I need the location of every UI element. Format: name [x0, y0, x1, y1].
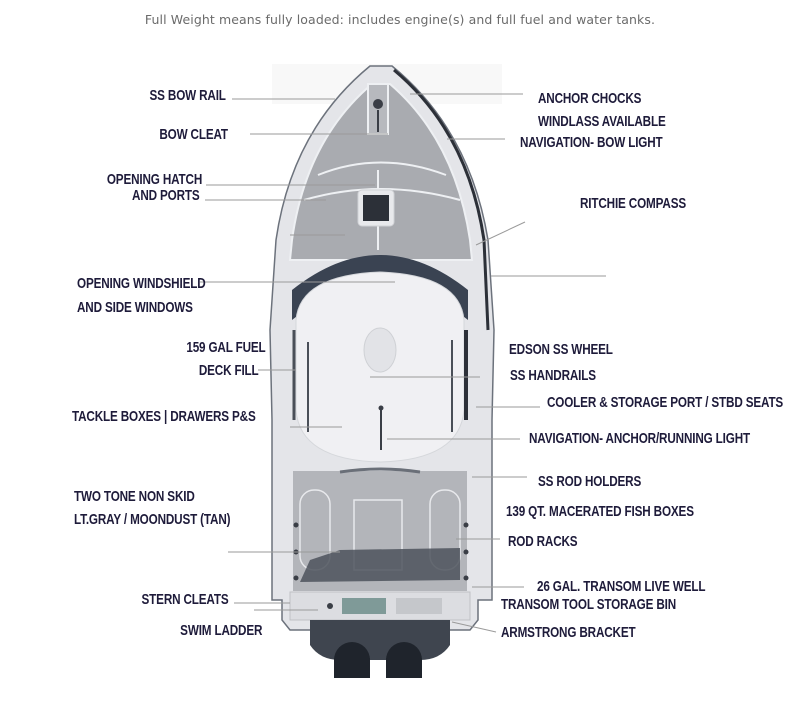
- label-side-windows: AND SIDE WINDOWS: [77, 299, 193, 316]
- label-and-ports: AND PORTS: [132, 187, 200, 204]
- label-tool-storage: TRANSOM TOOL STORAGE BIN: [501, 596, 677, 613]
- label-windlass: WINDLASS AVAILABLE: [538, 113, 666, 130]
- label-opening-windshield: OPENING WINDSHIELD: [77, 275, 206, 292]
- label-deck-fill: DECK FILL: [199, 362, 259, 379]
- forward-deck-nonskid: [288, 83, 474, 261]
- label-anchor-light: NAVIGATION- ANCHOR/RUNNING LIGHT: [529, 430, 750, 447]
- label-two-tone-non-skid: TWO TONE NON SKID: [74, 488, 195, 505]
- label-anchor-chocks: ANCHOR CHOCKS: [538, 90, 642, 107]
- label-fish-boxes: 139 QT. MACERATED FISH BOXES: [506, 503, 694, 520]
- label-edson-wheel: EDSON SS WHEEL: [509, 341, 613, 358]
- opening-hatch: [363, 195, 389, 221]
- label-rod-holders: SS ROD HOLDERS: [538, 473, 642, 490]
- label-ss-bow-rail: SS BOW RAIL: [149, 87, 226, 104]
- label-ritchie-compass: RITCHIE COMPASS: [580, 195, 687, 212]
- label-stern-cleats: STERN CLEATS: [141, 591, 228, 608]
- leader-lines: [200, 93, 606, 633]
- label-cooler-storage: COOLER & STORAGE PORT / STBD SEATS: [547, 394, 784, 411]
- label-rod-racks: ROD RACKS: [508, 533, 578, 550]
- label-live-well: 26 GAL. TRANSOM LIVE WELL: [537, 578, 706, 595]
- label-opening-hatch: OPENING HATCH: [106, 171, 202, 188]
- label-bow-cleat: BOW CLEAT: [159, 126, 228, 143]
- label-ss-handrails: SS HANDRAILS: [510, 367, 596, 384]
- live-well: [342, 598, 386, 614]
- armstrong-bracket: [310, 620, 450, 660]
- label-fuel-capacity: 159 GAL FUEL: [186, 339, 266, 356]
- label-swim-ladder: SWIM LADDER: [179, 622, 262, 639]
- full-weight-caption: Full Weight means fully loaded: includes…: [144, 12, 656, 27]
- label-non-skid-colors: LT.GRAY / MOONDUST (TAN): [74, 511, 231, 528]
- label-tackle-boxes: TACKLE BOXES | DRAWERS P&S: [72, 408, 256, 425]
- label-bow-light: NAVIGATION- BOW LIGHT: [520, 134, 663, 151]
- label-armstrong-bracket: ARMSTRONG BRACKET: [501, 624, 636, 641]
- windshield: [292, 255, 468, 320]
